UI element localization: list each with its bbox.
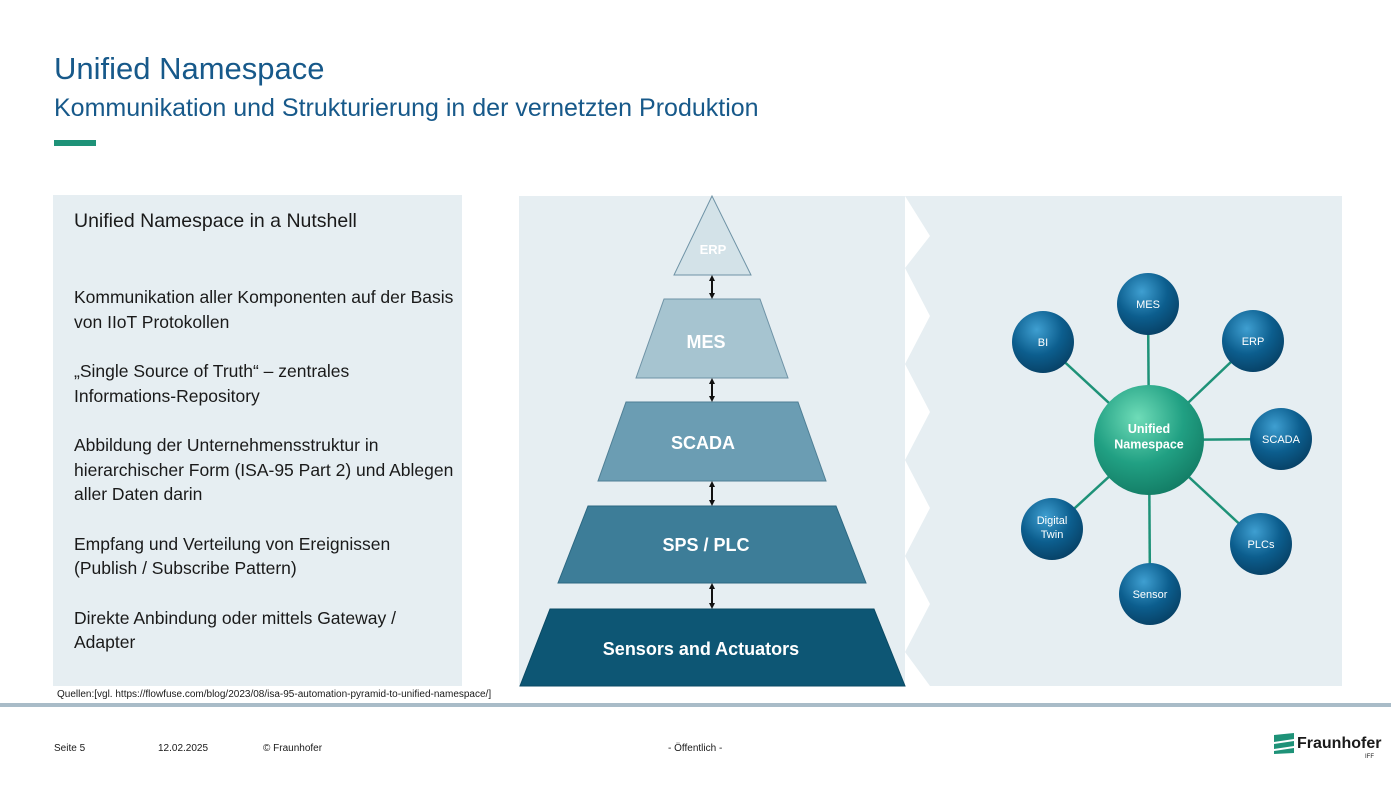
page-number: Seite 5	[54, 743, 86, 754]
nutshell-item: Direkte Anbindung oder mittels Gateway /…	[74, 607, 396, 653]
svg-text:ERP: ERP	[1242, 336, 1265, 348]
footer-copyright: © Fraunhofer	[263, 743, 323, 754]
pyramid-level-mes	[635, 298, 789, 379]
uns-diagram: ERP MES SCADA SPS / PLC Sensors and Actu…	[519, 194, 1342, 687]
footer-date: 12.02.2025	[158, 743, 209, 754]
nutshell-list: Kommunikation aller Komponenten auf der …	[74, 285, 454, 680]
svg-text:MES: MES	[1136, 299, 1160, 311]
node-bi: BI	[1012, 311, 1074, 373]
svg-text:PLCs: PLCs	[1248, 539, 1275, 551]
pyramid-label-scada: SCADA	[671, 433, 735, 453]
pyramid-level-plc	[557, 505, 867, 584]
footer-classification: - Öffentlich -	[668, 743, 723, 754]
svg-text:BI: BI	[1038, 337, 1048, 349]
slide-subtitle: Kommunikation und Strukturierung in der …	[54, 94, 759, 122]
pyramid-level-scada	[597, 401, 827, 482]
nutshell-item: Kommunikation aller Komponenten auf der …	[74, 287, 454, 332]
nutshell-panel	[53, 195, 462, 686]
source-citation: Quellen:[vgl. https://flowfuse.com/blog/…	[57, 689, 492, 700]
pyramid-label-plc: SPS / PLC	[662, 535, 749, 555]
pyramid-label-sensors: Sensors and Actuators	[603, 639, 799, 659]
node-plcs: PLCs	[1230, 513, 1292, 575]
nutshell-item: Abbildung der Unternehmensstruktur in hi…	[74, 435, 454, 504]
fraunhofer-logo-icon	[1274, 733, 1294, 754]
logo-name: Fraunhofer	[1297, 735, 1382, 752]
node-sensor: Sensor	[1119, 563, 1181, 625]
accent-bar	[54, 140, 96, 146]
footer-divider	[0, 703, 1391, 707]
svg-text:Sensor: Sensor	[1133, 589, 1168, 601]
node-mes: MES	[1117, 273, 1179, 335]
pyramid-label-mes: MES	[686, 332, 725, 352]
node-scada: SCADA	[1250, 408, 1312, 470]
svg-text:SCADA: SCADA	[1262, 434, 1301, 446]
pyramid-label-erp: ERP	[700, 242, 727, 257]
logo-sub: IFF	[1365, 754, 1374, 760]
pyramid-level-sensors	[519, 608, 906, 687]
nutshell-title: Unified Namespace in a Nutshell	[74, 210, 357, 232]
slide-title: Unified Namespace	[54, 51, 325, 86]
nutshell-item: Empfang und Verteilung von Ereignissen (…	[74, 533, 391, 579]
nutshell-item: „Single Source of Truth“ – zentrales Inf…	[74, 361, 350, 406]
node-erp: ERP	[1222, 310, 1284, 372]
